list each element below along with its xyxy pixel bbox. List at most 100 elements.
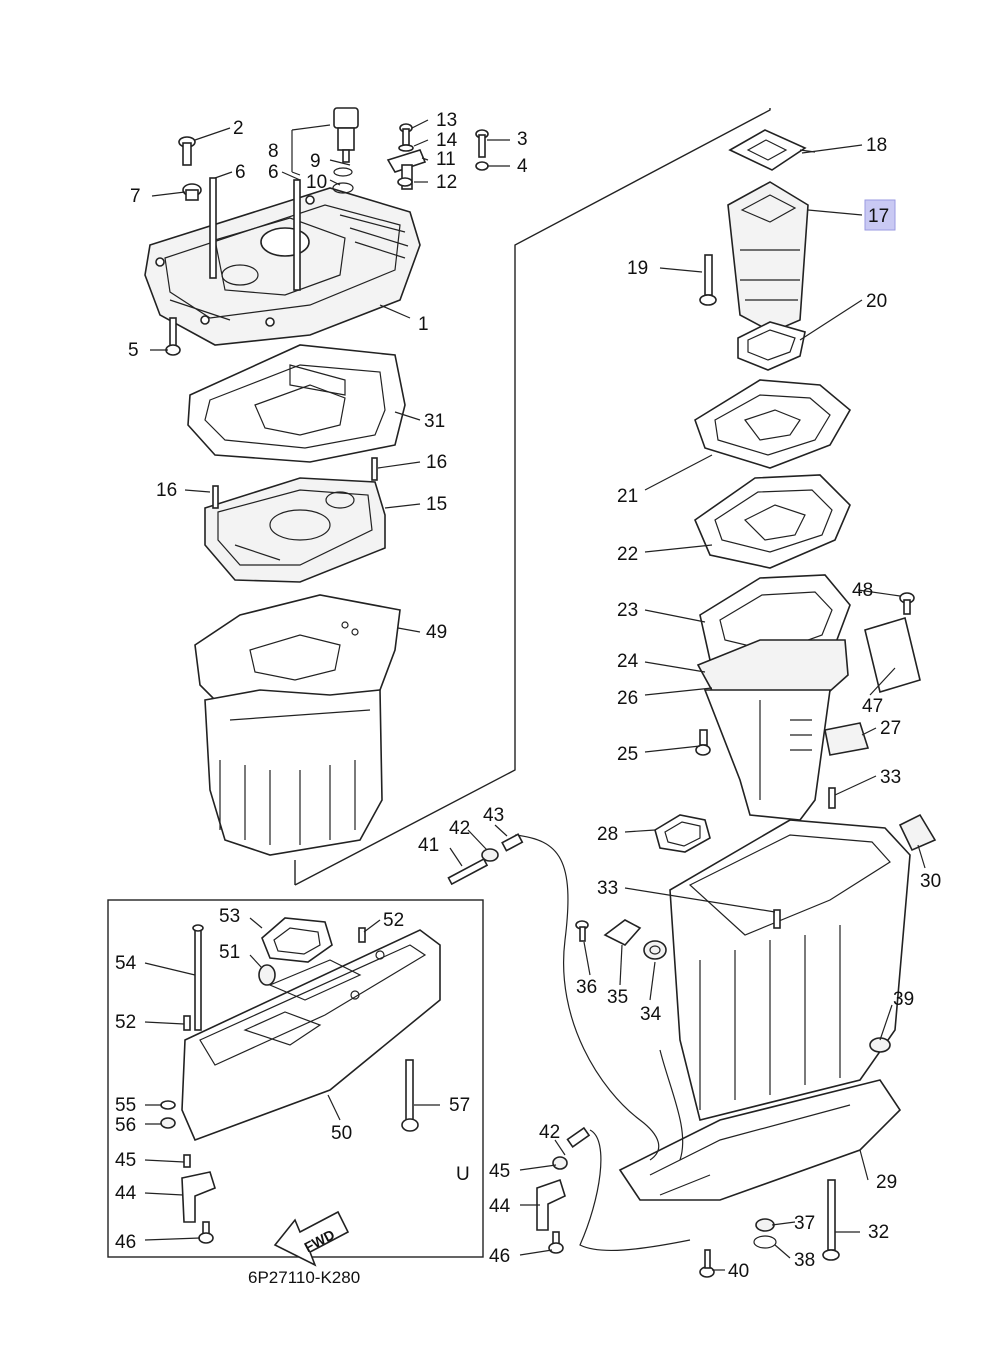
gasket-18: [728, 129, 807, 171]
washer-4: [475, 161, 489, 171]
label-40: 40: [728, 1261, 749, 1282]
label-50: 50: [331, 1123, 352, 1144]
gasket-22: [694, 474, 851, 569]
plate-47: [864, 616, 921, 694]
bolt-57: [401, 1059, 419, 1132]
hose-42-lower: [566, 1126, 591, 1148]
label-25: 25: [617, 744, 638, 765]
cap-39: [869, 1037, 891, 1053]
label-52a: 52: [383, 910, 404, 931]
label-41: 41: [418, 835, 439, 856]
plate-15: [204, 477, 386, 583]
label-11: 11: [436, 149, 456, 170]
gasket-53: [261, 917, 333, 963]
o-ring-9: [333, 167, 353, 177]
exhaust-guide-23-24-26: [696, 574, 851, 706]
label-17: 17: [868, 206, 889, 227]
bolt-32: [822, 1179, 840, 1261]
label-52b: 52: [115, 1012, 136, 1033]
label-38: 38: [794, 1250, 815, 1271]
label-15: 15: [426, 494, 447, 515]
label-28: 28: [597, 824, 618, 845]
label-4: 4: [517, 156, 528, 177]
label-9: 9: [310, 151, 321, 172]
spring-42: [481, 848, 499, 862]
grommet-34: [643, 940, 667, 960]
o-ring-10: [332, 182, 354, 194]
label-19: 19: [627, 258, 648, 279]
spring-45-lower: [552, 1156, 568, 1170]
water-hose-line: [514, 834, 660, 1161]
label-24: 24: [617, 651, 639, 672]
label-8: 8: [268, 141, 279, 162]
label-53: 53: [219, 906, 240, 927]
seal-28: [654, 814, 711, 853]
label-14: 14: [436, 130, 458, 151]
label-55: 55: [115, 1095, 136, 1116]
label-42a: 42: [449, 818, 470, 839]
fitting-41: [447, 857, 489, 886]
label-42b: 42: [539, 1122, 560, 1143]
bolt-46-lower: [548, 1231, 564, 1254]
label-2: 2: [233, 118, 244, 139]
dowel-52-right: [358, 927, 366, 943]
label-5: 5: [128, 340, 139, 361]
grommet-37: [755, 1218, 775, 1232]
label-49: 49: [426, 622, 447, 643]
screw-36: [575, 920, 589, 942]
rubber-mount-30: [898, 813, 937, 852]
gasket-21: [694, 379, 852, 469]
bolt-2: [178, 136, 196, 166]
seal-51: [258, 964, 276, 986]
bolt-3: [475, 129, 489, 158]
highlight-17-bg: [864, 199, 896, 231]
bracket-44-lower: [536, 1178, 566, 1231]
washer-12: [397, 177, 413, 187]
label-46b: 46: [489, 1246, 510, 1267]
bolt-40: [699, 1249, 715, 1278]
label-57: 57: [449, 1095, 470, 1116]
label-6b: 6: [268, 162, 279, 183]
label-47: 47: [862, 696, 883, 717]
label-6a: 6: [235, 162, 246, 183]
reference-code: 6P27110-K280: [248, 1268, 360, 1287]
gasket-31: [187, 344, 406, 463]
exhaust-guide-49: [194, 594, 401, 713]
washer-55: [160, 1100, 176, 1110]
dowel-pins-6: [209, 177, 301, 291]
label-34: 34: [640, 1004, 662, 1025]
pin-45-left: [183, 1154, 191, 1168]
label-16a: 16: [426, 452, 447, 473]
label-51: 51: [219, 942, 240, 963]
section-divider-lines: [294, 108, 771, 886]
label-1: 1: [418, 314, 429, 335]
gasket-35: [603, 919, 642, 946]
bolt-46-left: [198, 1221, 214, 1244]
label-54: 54: [115, 953, 137, 974]
bolt-19: [699, 254, 717, 306]
label-22: 22: [617, 544, 638, 565]
label-35: 35: [607, 987, 628, 1008]
gasket-20: [737, 321, 806, 371]
label-18: 18: [866, 135, 887, 156]
water-hose-line-2: [579, 1129, 691, 1252]
leader-lines: [144, 119, 926, 1271]
label-29: 29: [876, 1172, 897, 1193]
bolt-25: [695, 729, 711, 756]
exhaust-housing: [204, 689, 383, 856]
muffler-body: [703, 689, 831, 821]
label-37: 37: [794, 1213, 815, 1234]
dowel-16-right: [371, 457, 378, 481]
plug-7: [182, 183, 202, 201]
u-mark: U: [456, 1164, 470, 1185]
label-45b: 45: [489, 1161, 510, 1182]
bolt-5: [165, 317, 181, 356]
bracket-11: [386, 149, 427, 190]
dowel-33-upper: [828, 787, 836, 809]
hose-line-inner: [659, 1049, 684, 1161]
label-3: 3: [517, 129, 528, 150]
label-21: 21: [617, 486, 638, 507]
bracket-44-left: [181, 1171, 216, 1223]
exhaust-manifold-17: [727, 181, 809, 333]
